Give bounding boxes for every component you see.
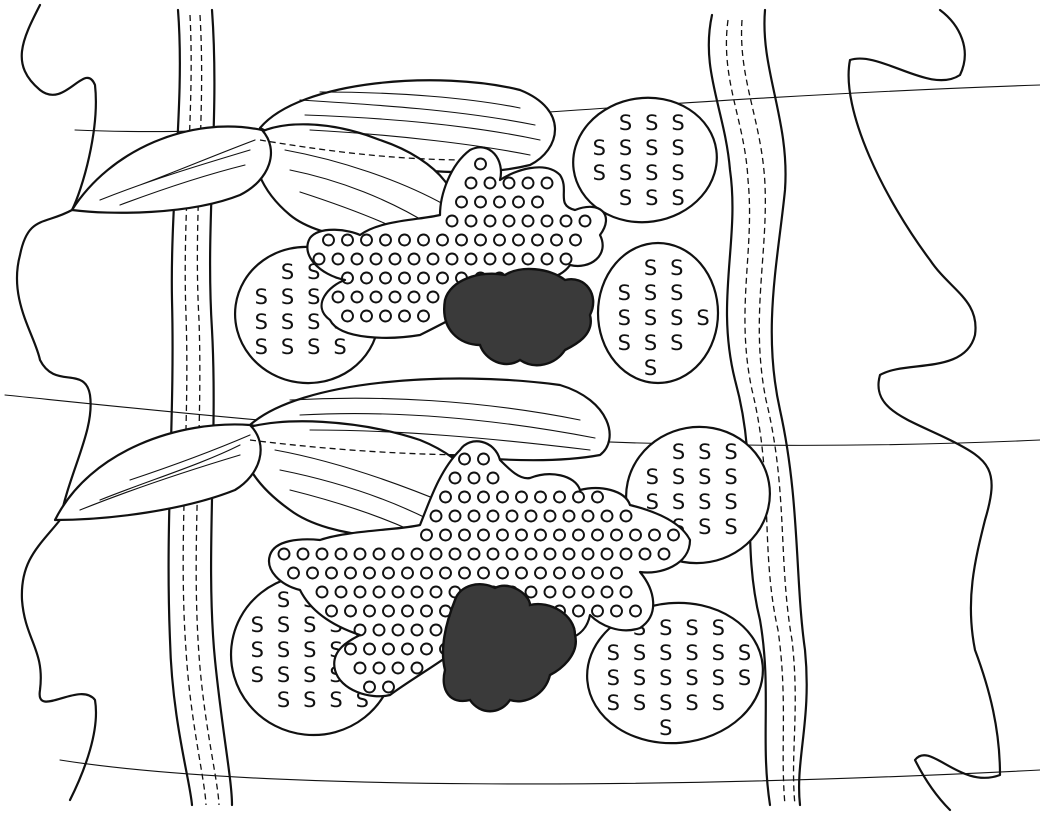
s-glyph: S <box>251 638 264 662</box>
s-glyph: S <box>724 490 737 514</box>
s-glyph: S <box>329 688 342 712</box>
lower-organ-cluster: SSSSSSSSSSSSSSSSSSSSSSSSSSSSSSSSSSSSSSSS… <box>55 378 781 750</box>
s-glyph: S <box>698 490 711 514</box>
body-outline-right <box>849 10 1000 810</box>
s-glyph: S <box>281 260 294 284</box>
s-glyph: S <box>646 465 659 489</box>
s-glyph: S <box>698 515 711 539</box>
s-glyph: S <box>645 111 658 135</box>
s-glyph: S <box>645 186 658 210</box>
s-glyph: S <box>659 716 672 740</box>
s-glyph: S <box>619 161 632 185</box>
s-glyph: S <box>672 440 685 464</box>
s-glyph: S <box>251 613 264 637</box>
s-glyph: S <box>277 613 290 637</box>
s-glyph: S <box>255 285 268 309</box>
body-outline-left <box>17 5 96 800</box>
s-glyph: S <box>251 663 264 687</box>
s-glyph: S <box>659 691 672 715</box>
s-glyph: S <box>633 691 646 715</box>
s-glyph: S <box>277 588 290 612</box>
s-glyph: S <box>593 136 606 160</box>
s-glyph: S <box>645 161 658 185</box>
s-glyph: S <box>685 691 698 715</box>
s-glyph: S <box>685 641 698 665</box>
s-glyph: S <box>303 663 316 687</box>
s-glyph: S <box>671 161 684 185</box>
s-glyph: S <box>644 281 657 305</box>
s-glyph: S <box>277 638 290 662</box>
s-glyph: S <box>685 666 698 690</box>
s-glyph: S <box>671 136 684 160</box>
s-glyph: S <box>659 641 672 665</box>
s-glyph: S <box>619 136 632 160</box>
s-glyph: S <box>607 641 620 665</box>
s-glyph: S <box>619 111 632 135</box>
s-glyph: S <box>698 465 711 489</box>
s-glyph: S <box>659 616 672 640</box>
s-glyph: S <box>277 688 290 712</box>
s-glyph: S <box>633 641 646 665</box>
s-glyph: S <box>277 663 290 687</box>
s-glyph: S <box>618 281 631 305</box>
s-glyph: S <box>307 285 320 309</box>
s-glyph: S <box>712 641 725 665</box>
s-glyph: S <box>303 688 316 712</box>
s-glyph: S <box>619 186 632 210</box>
s-glyph: S <box>724 465 737 489</box>
s-glyph: S <box>618 306 631 330</box>
s-glyph: S <box>712 666 725 690</box>
s-glyph: S <box>645 136 658 160</box>
s-glyph: S <box>281 285 294 309</box>
s-glyph: S <box>333 335 346 359</box>
s-glyph: S <box>644 331 657 355</box>
s-glyph: S <box>696 306 709 330</box>
s-glyph: S <box>672 490 685 514</box>
s-glyph: S <box>659 666 672 690</box>
s-glyph: S <box>670 331 683 355</box>
s-glyph: S <box>670 281 683 305</box>
s-glyph: S <box>303 638 316 662</box>
s-glyph: S <box>281 310 294 334</box>
s-glyph: S <box>672 465 685 489</box>
s-glyph: S <box>644 256 657 280</box>
s-glyph: S <box>607 691 620 715</box>
s-glyph: S <box>307 335 320 359</box>
s-glyph: S <box>685 616 698 640</box>
s-glyph: S <box>607 666 620 690</box>
s-glyph: S <box>307 310 320 334</box>
s-glyph: S <box>698 440 711 464</box>
s-glyph: S <box>670 306 683 330</box>
s-glyph: S <box>281 335 294 359</box>
s-glyph: S <box>724 515 737 539</box>
s-glyph: S <box>670 256 683 280</box>
s-glyph: S <box>593 161 606 185</box>
s-glyph: S <box>712 616 725 640</box>
s-glyph: S <box>712 691 725 715</box>
s-glyph: S <box>255 335 268 359</box>
s-glyph: S <box>303 613 316 637</box>
s-glyph: S <box>738 666 751 690</box>
s-glyph: S <box>633 666 646 690</box>
s-glyph: S <box>724 440 737 464</box>
s-glyph: S <box>671 111 684 135</box>
s-glyph: S <box>644 356 657 380</box>
s-glyph: S <box>618 331 631 355</box>
s-glyph: S <box>738 641 751 665</box>
upper-organ-cluster: SSSSSSSSSSSSSSSSSSSSSSSSSSSSSSSSSSSSSSSS… <box>72 80 725 392</box>
s-glyph: S <box>255 310 268 334</box>
s-glyph: S <box>671 186 684 210</box>
s-glyph: S <box>644 306 657 330</box>
upper-dark-mass <box>444 269 593 365</box>
